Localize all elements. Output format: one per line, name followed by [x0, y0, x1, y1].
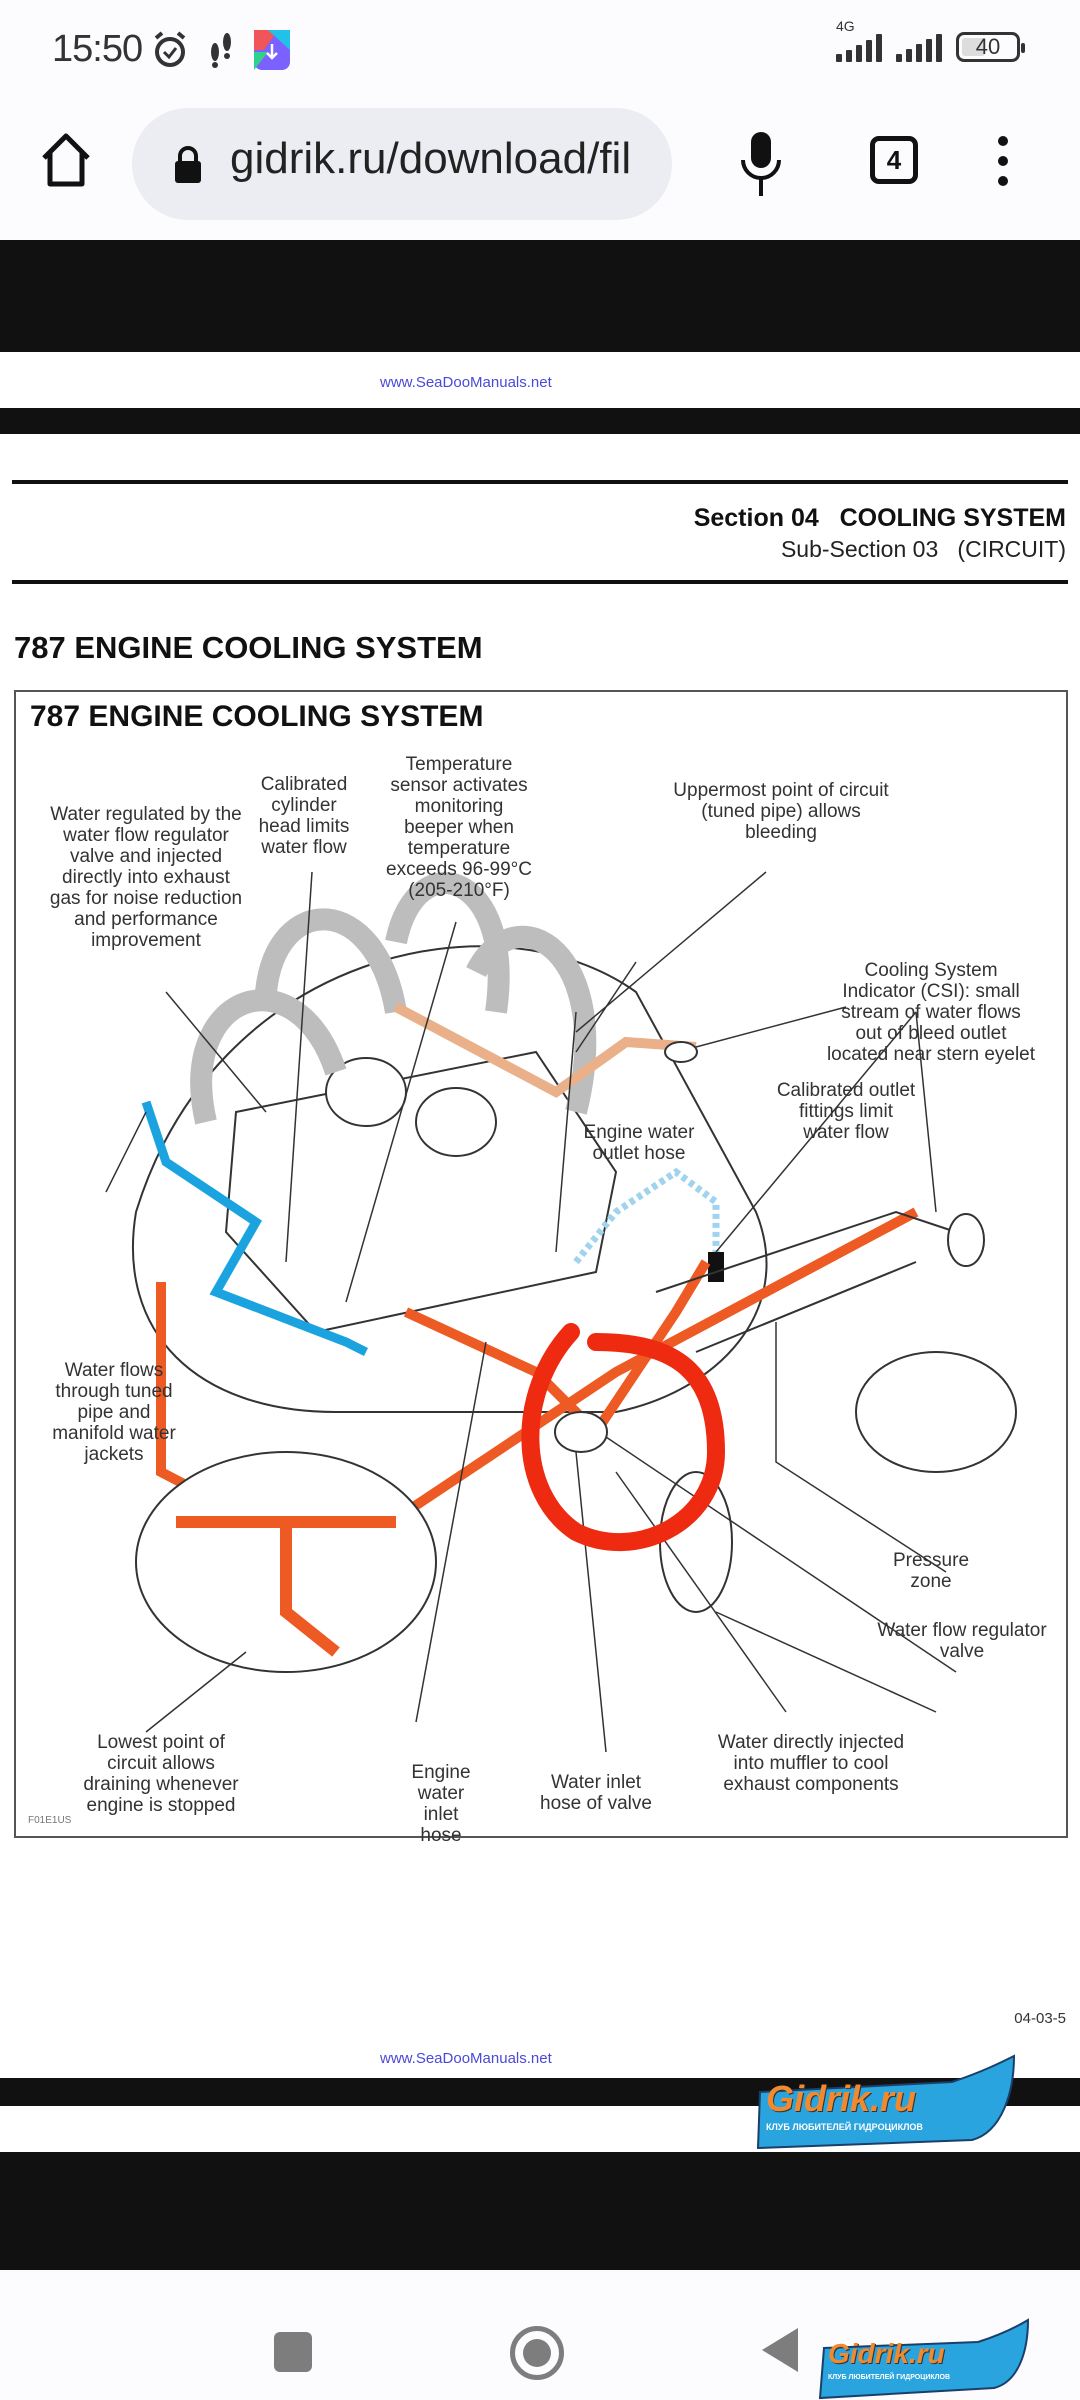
- cold-water-hose-left: [141, 1100, 369, 1357]
- callout-lowest-point: Lowest point of circuit allows draining …: [83, 1732, 239, 1816]
- tab-switcher-button[interactable]: 4: [870, 136, 918, 184]
- sub-section-title: Sub-Section 03 (CIRCUIT): [780, 536, 1066, 562]
- seadoo-link-top[interactable]: www.SeaDooManuals.net: [380, 374, 552, 391]
- callout-temp-sensor: Temperature sensor activates monitoring …: [386, 754, 532, 901]
- gidrik-logo-tagline: КЛУБ ЛЮБИТЕЛЕЙ ГИДРОЦИКЛОВ: [766, 2122, 923, 2132]
- address-bar[interactable]: gidrik.ru/download/fil: [132, 108, 672, 220]
- page-divider: [0, 408, 1080, 434]
- gidrik-logo-text: Gidrik.ru: [766, 2078, 917, 2119]
- exhaust-hose: [393, 1002, 697, 1098]
- outlet-fitting: [708, 1252, 724, 1282]
- callout-valve-inlet-hose: Water inlet hose of valve: [540, 1772, 652, 1814]
- callout-inlet-hose: Engine water inlet hose: [411, 1762, 471, 1846]
- section-title: Section 04 COOLING SYSTEM: [693, 504, 1066, 532]
- gidrik-corner-text: Gidrik.ru: [828, 2338, 945, 2369]
- battery-icon: 40: [956, 32, 1025, 62]
- gidrik-corner-tagline: КЛУБ ЛЮБИТЕЛЕЙ ГИДРОЦИКЛОВ: [828, 2374, 951, 2381]
- outlet-hose-blue: [573, 1167, 720, 1265]
- page-gap-top: [0, 240, 1080, 352]
- document-viewer[interactable]: www.SeaDooManuals.net Section 04 COOLING…: [0, 240, 1080, 2272]
- battery-level: 40: [975, 34, 1001, 59]
- cylinder-1: [325, 1057, 407, 1127]
- page-heading: 787 ENGINE COOLING SYSTEM: [14, 630, 483, 665]
- signal-sim2-icon: [896, 32, 942, 62]
- figure-code: F01E1US: [28, 1815, 72, 1826]
- lock-icon: [175, 146, 201, 183]
- csi-outlet: [664, 1041, 698, 1063]
- callout-uppermost-point: Uppermost point of circuit (tuned pipe) …: [673, 780, 889, 843]
- gidrik-watermark-corner: Gidrik.ru КЛУБ ЛЮБИТЕЛЕЙ ГИДРОЦИКЛОВ: [818, 2318, 1032, 2400]
- callout-regulator-valve: Water flow regulator valve: [877, 1620, 1047, 1662]
- rule-bottom: [12, 580, 1068, 584]
- app-notification-icon: [254, 30, 290, 70]
- engine-block: [224, 1050, 618, 1334]
- recent-apps-icon[interactable]: [274, 2332, 312, 2372]
- page-number: 04-03-5: [1014, 2010, 1066, 2027]
- tab-count: 4: [886, 144, 902, 175]
- alarm-clock-icon: [154, 31, 186, 67]
- tuned-pipe-loops: [190, 872, 597, 1125]
- callout-calibrated-head: Calibrated cylinder head limits water fl…: [258, 774, 350, 858]
- callout-water-regulated: Water regulated by the water flow regula…: [49, 804, 243, 951]
- gidrik-corner-wave: [818, 2318, 1030, 2400]
- exhaust-tube: [655, 1210, 957, 1353]
- callout-tuned-pipe: Water flows through tuned pipe and manif…: [52, 1360, 176, 1465]
- url-text[interactable]: gidrik.ru/download/fil: [230, 134, 632, 183]
- seadoo-link-bottom[interactable]: www.SeaDooManuals.net: [380, 2050, 552, 2067]
- page-gap-bottom: [0, 2152, 1080, 2272]
- status-bar: 15:50 4G 4: [0, 0, 1080, 100]
- home-circle-icon[interactable]: [510, 2326, 564, 2380]
- network-type: 4G: [836, 18, 855, 34]
- figure-title: 787 ENGINE COOLING SYSTEM: [30, 700, 484, 733]
- inset-manifold: [176, 1516, 396, 1657]
- rule-top: [12, 480, 1068, 484]
- regulator-valve: [554, 1411, 608, 1453]
- red-annotation-circle: [521, 1323, 726, 1551]
- browser-toolbar: gidrik.ru/download/fil 4: [0, 100, 1080, 240]
- system-nav-bar: Gidrik.ru КЛУБ ЛЮБИТЕЛЕЙ ГИДРОЦИКЛОВ: [0, 2270, 1080, 2400]
- footsteps-icon: [211, 33, 231, 68]
- overflow-menu-icon[interactable]: [988, 136, 1018, 192]
- callout-calibrated-outlet: Calibrated outlet fittings limit water f…: [776, 1080, 916, 1143]
- microphone-icon[interactable]: [736, 130, 786, 200]
- gidrik-logo-wave: [756, 2054, 1016, 2150]
- status-right: 4G 40: [836, 18, 1025, 62]
- gidrik-watermark: Gidrik.ru КЛУБ ЛЮБИТЕЛЕЙ ГИДРОЦИКЛОВ: [752, 2052, 1022, 2152]
- cooling-system-figure: 787 ENGINE COOLING SYSTEM: [14, 690, 1068, 1846]
- callout-muffler: Water directly injected into muffler to …: [717, 1732, 905, 1795]
- muffler-end: [947, 1213, 985, 1267]
- engine-diagram: [105, 871, 1017, 1753]
- jet-pump: [855, 1351, 1017, 1473]
- cylinder-2: [415, 1087, 497, 1157]
- callout-csi: Cooling System Indicator (CSI): small st…: [826, 960, 1036, 1065]
- signal-sim1-icon: 4G: [836, 18, 882, 62]
- back-icon[interactable]: [762, 2328, 798, 2372]
- home-icon[interactable]: [36, 130, 96, 190]
- callout-pressure-zone: Pressure zone: [892, 1550, 970, 1592]
- clock: 15:50: [52, 28, 143, 70]
- leader-lines: [105, 871, 957, 1753]
- callout-outlet-hose: Engine water outlet hose: [583, 1122, 695, 1164]
